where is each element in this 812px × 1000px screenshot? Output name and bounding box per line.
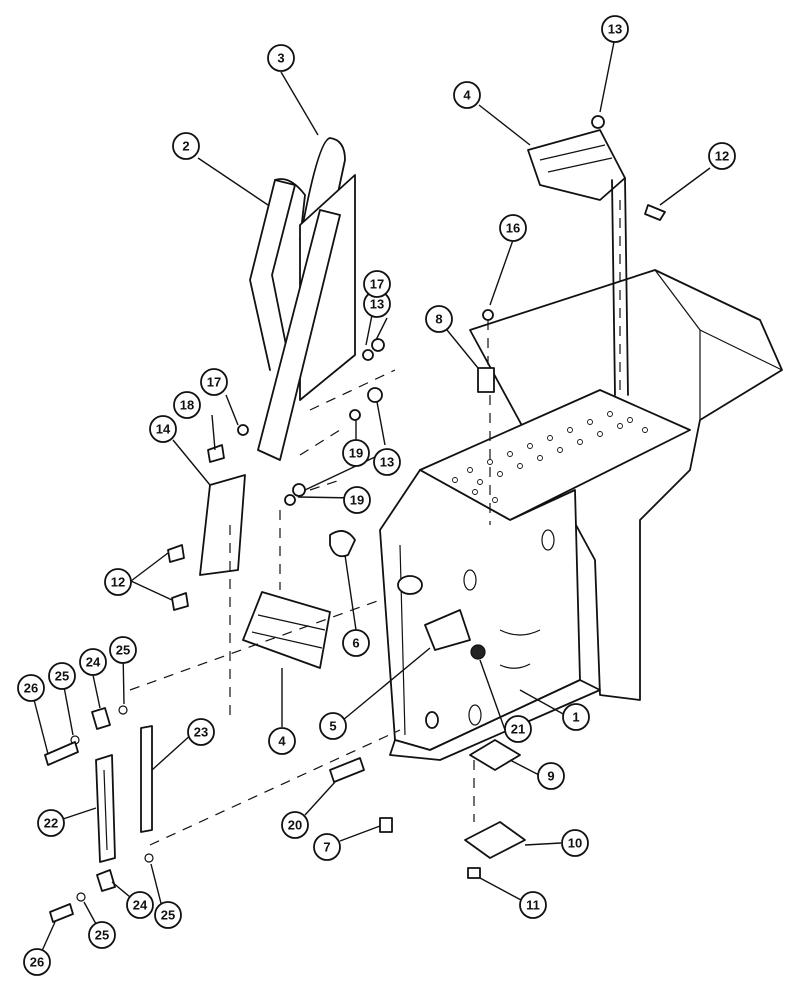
svg-text:25: 25 — [95, 928, 109, 943]
callout-7: 7 — [313, 833, 341, 861]
svg-text:13: 13 — [370, 297, 384, 312]
svg-text:13: 13 — [380, 455, 394, 470]
svg-text:10: 10 — [568, 836, 582, 851]
svg-text:25: 25 — [55, 669, 69, 684]
svg-text:8: 8 — [435, 312, 442, 327]
svg-text:26: 26 — [24, 681, 38, 696]
callout-22: 22 — [37, 809, 65, 837]
callout-6: 6 — [342, 629, 370, 657]
svg-text:19: 19 — [349, 446, 363, 461]
callout-26-lower: 26 — [23, 948, 51, 976]
callout-25-d: 25 — [88, 921, 116, 949]
small-hardware — [167, 115, 666, 833]
svg-text:21: 21 — [511, 722, 525, 737]
fender-assembly — [379, 269, 783, 761]
callout-16: 16 — [499, 214, 527, 242]
svg-text:25: 25 — [161, 908, 175, 923]
svg-text:22: 22 — [44, 816, 58, 831]
callout-24-lower: 24 — [126, 891, 154, 919]
callout-23: 23 — [187, 718, 215, 746]
svg-text:12: 12 — [111, 575, 125, 590]
svg-text:17: 17 — [370, 277, 384, 292]
callout-20: 20 — [281, 811, 309, 839]
svg-text:16: 16 — [506, 221, 520, 236]
callout-25-b: 25 — [48, 662, 76, 690]
svg-text:25: 25 — [116, 643, 130, 658]
svg-text:14: 14 — [156, 422, 171, 437]
callout-10: 10 — [561, 829, 589, 857]
callout-19-lower: 19 — [343, 486, 371, 514]
callout-17-upper: 17 — [363, 270, 391, 298]
callout-13-low: 13 — [373, 448, 401, 476]
svg-text:3: 3 — [277, 51, 284, 66]
assembly-lines — [129, 200, 621, 846]
svg-text:23: 23 — [194, 725, 208, 740]
svg-text:17: 17 — [207, 375, 221, 390]
bracket-plate — [199, 474, 246, 576]
svg-text:2: 2 — [182, 139, 189, 154]
svg-text:5: 5 — [329, 719, 336, 734]
callout-8: 8 — [425, 305, 453, 333]
callout-13-top: 13 — [601, 15, 629, 43]
svg-text:4: 4 — [463, 88, 471, 103]
svg-text:1: 1 — [572, 710, 579, 725]
callout-19-upper: 19 — [342, 439, 370, 467]
callout-25-a: 25 — [109, 636, 137, 664]
callout-21: 21 — [504, 715, 532, 743]
callout-9: 9 — [537, 762, 565, 790]
callout-24-upper: 24 — [79, 648, 107, 676]
mounting-plates — [257, 174, 356, 461]
svg-text:19: 19 — [350, 493, 364, 508]
callout-1: 1 — [562, 703, 590, 731]
callout-2: 2 — [172, 132, 200, 160]
svg-text:12: 12 — [715, 149, 729, 164]
callout-18: 18 — [173, 391, 201, 419]
svg-text:20: 20 — [288, 818, 302, 833]
svg-text:18: 18 — [180, 398, 194, 413]
callouts: 1 2 3 4 4 5 6 7 8 9 10 11 12 12 13 13 13… — [17, 15, 736, 976]
callout-13-mid: 13 — [363, 290, 391, 318]
callout-26-upper: 26 — [17, 674, 45, 702]
svg-text:26: 26 — [30, 955, 44, 970]
svg-text:4: 4 — [278, 734, 286, 749]
svg-text:13: 13 — [608, 22, 622, 37]
callout-25-c: 25 — [154, 901, 182, 929]
svg-text:7: 7 — [323, 840, 330, 855]
svg-text:9: 9 — [547, 769, 554, 784]
callout-11: 11 — [519, 891, 547, 919]
svg-text:24: 24 — [133, 898, 148, 913]
callout-4-lower: 4 — [268, 727, 296, 755]
callout-12-right: 12 — [708, 142, 736, 170]
lower-step — [242, 591, 331, 669]
callout-17-lower: 17 — [200, 368, 228, 396]
svg-text:11: 11 — [526, 898, 540, 913]
upper-step — [527, 129, 629, 396]
callout-4-upper: 4 — [453, 81, 481, 109]
svg-text:24: 24 — [86, 655, 101, 670]
callout-3: 3 — [267, 44, 295, 72]
svg-text:6: 6 — [352, 636, 359, 651]
callout-14: 14 — [149, 415, 177, 443]
callout-5: 5 — [319, 712, 347, 740]
slider-assembly — [44, 705, 154, 923]
callout-12-left: 12 — [104, 568, 132, 596]
